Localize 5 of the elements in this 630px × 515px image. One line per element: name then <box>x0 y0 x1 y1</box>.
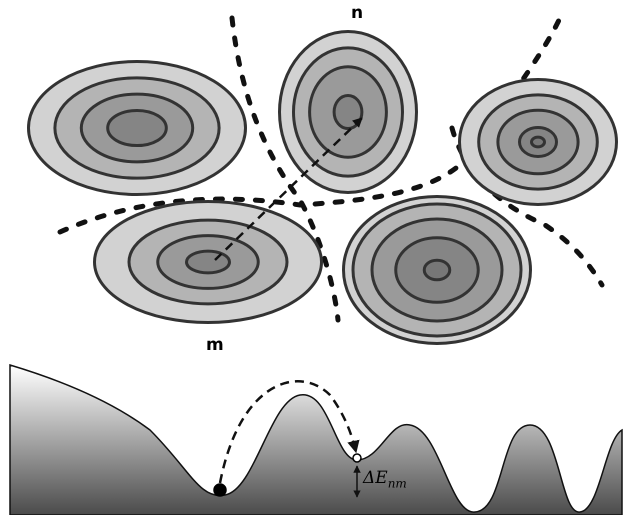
dashed-arrow <box>218 380 360 484</box>
basin-label: n <box>351 5 364 22</box>
energy-barrier-label: ΔE$_{nm}$ <box>363 468 407 490</box>
basin-label: m <box>206 337 224 354</box>
dashed-arrow <box>214 117 363 261</box>
